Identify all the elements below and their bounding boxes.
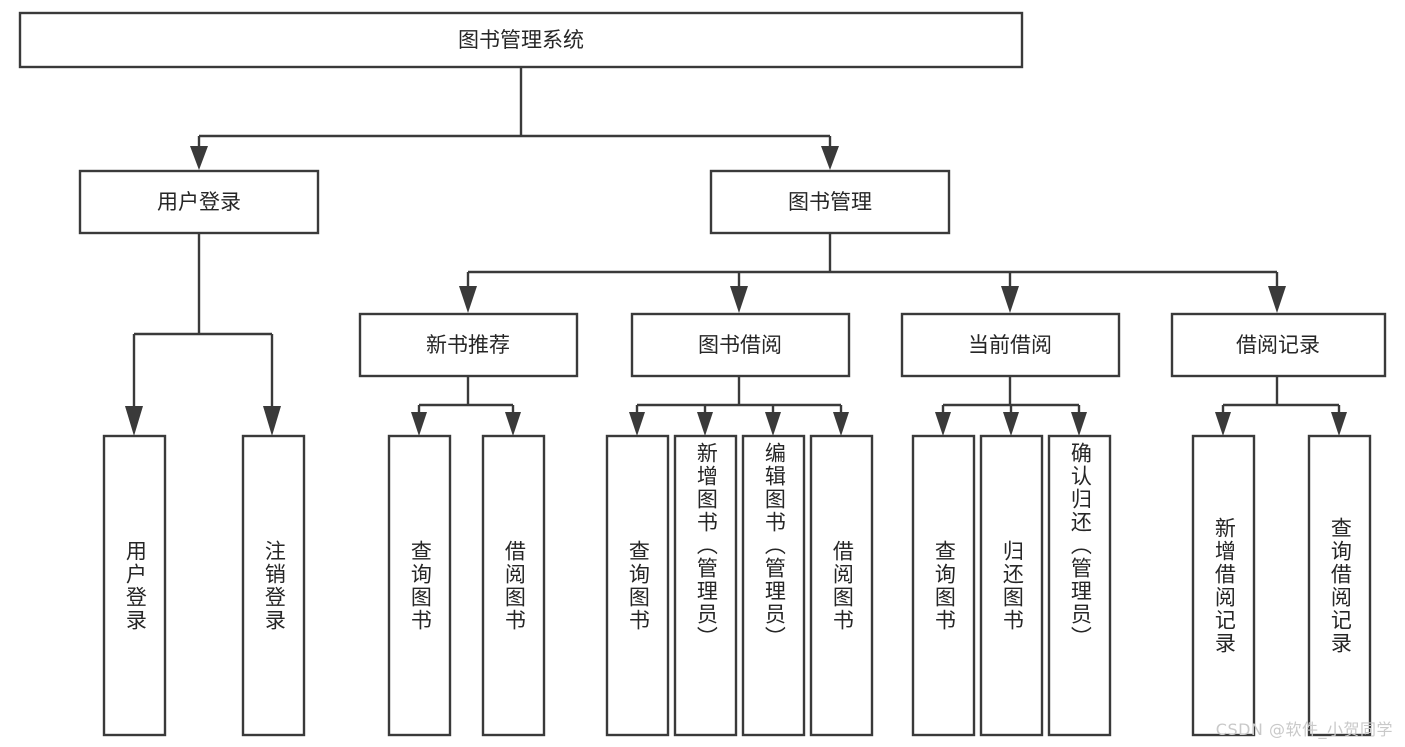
arrow-currentborrow-leaf-3-icon xyxy=(1071,412,1087,436)
node-leaf-confirm-return-box[interactable] xyxy=(1047,434,1112,737)
arrow-bookborrow-leaf-1-icon xyxy=(629,412,645,436)
node-root-box[interactable] xyxy=(18,11,1024,69)
node-leaf-query-record-label: 查询借阅记录 xyxy=(1328,516,1353,655)
node-leaf-return-book-label: 归还图书 xyxy=(1000,539,1025,632)
arrow-bookborrow-leaf-3-icon xyxy=(765,412,781,436)
arrow-bm-to-borrow-record-icon xyxy=(1268,286,1286,313)
node-new-book-recommend-box[interactable] xyxy=(358,312,579,378)
node-leaf-edit-book-label-wrap: 编辑图书（管理员） xyxy=(743,436,804,735)
node-root-label: 图书管理系统 xyxy=(458,28,584,52)
node-leaf-edit-book-box[interactable] xyxy=(741,434,806,737)
arrow-borrowrecord-leaf-1-icon xyxy=(1215,412,1231,436)
arrow-bookborrow-leaf-2-icon xyxy=(697,412,713,436)
node-leaf-query-book-3-label-wrap: 查询图书 xyxy=(913,436,974,735)
node-leaf-query-book-1-label-wrap: 查询图书 xyxy=(389,436,450,735)
arrow-newbook-leaf-1-icon xyxy=(411,412,427,436)
arrow-root-to-user-login-icon xyxy=(190,146,208,170)
node-book-manage-box[interactable] xyxy=(709,169,951,235)
node-current-borrow-box[interactable] xyxy=(900,312,1121,378)
node-leaf-query-book-2-box[interactable] xyxy=(605,434,670,737)
node-current-borrow[interactable]: 当前借阅 xyxy=(900,312,1121,378)
node-leaf-return-book[interactable]: 归还图书 xyxy=(979,434,1044,737)
node-leaf-confirm-return-label-wrap: 确认归还（管理员） xyxy=(1049,436,1110,735)
node-leaf-borrow-book-1-label-wrap: 借阅图书 xyxy=(483,436,544,735)
csdn-watermark: CSDN @软件_小贺同学 xyxy=(1215,720,1393,739)
node-leaf-edit-book-label: 编辑图书（管理员） xyxy=(762,442,787,649)
node-leaf-add-record-label-wrap: 新增借阅记录 xyxy=(1193,436,1254,735)
node-new-book-recommend-label: 新书推荐 xyxy=(426,333,510,357)
node-leaf-borrow-book-1[interactable]: 借阅图书 xyxy=(481,434,546,737)
node-user-login[interactable]: 用户登录 xyxy=(78,169,320,235)
node-leaf-query-book-3-label: 查询图书 xyxy=(932,539,957,632)
arrow-bm-to-new-book-icon xyxy=(459,286,477,313)
node-leaf-query-book-2-label: 查询图书 xyxy=(626,539,651,632)
node-book-borrow-box[interactable] xyxy=(630,312,851,378)
node-root[interactable]: 图书管理系统 xyxy=(18,11,1024,69)
node-user-login-box[interactable] xyxy=(78,169,320,235)
node-leaf-add-book[interactable]: 新增图书（管理员） xyxy=(673,434,738,737)
node-leaf-return-book-box[interactable] xyxy=(979,434,1044,737)
node-current-borrow-label: 当前借阅 xyxy=(968,333,1052,357)
node-leaf-user-login-box[interactable] xyxy=(102,434,167,737)
arrow-root-to-book-manage-icon xyxy=(821,146,839,170)
node-borrow-record-box[interactable] xyxy=(1170,312,1387,378)
node-leaf-add-book-box[interactable] xyxy=(673,434,738,737)
arrow-borrowrecord-leaf-2-icon xyxy=(1331,412,1347,436)
node-leaf-borrow-book-2-label-wrap: 借阅图书 xyxy=(811,436,872,735)
node-leaf-add-book-label-wrap: 新增图书（管理员） xyxy=(675,436,736,735)
arrow-currentborrow-leaf-1-icon xyxy=(935,412,951,436)
node-book-borrow[interactable]: 图书借阅 xyxy=(630,312,851,378)
arrow-bookborrow-leaf-4-icon xyxy=(833,412,849,436)
arrow-currentborrow-leaf-2-icon xyxy=(1003,412,1019,436)
node-leaf-add-record[interactable]: 新增借阅记录 xyxy=(1191,434,1256,737)
node-leaf-edit-book[interactable]: 编辑图书（管理员） xyxy=(741,434,806,737)
node-leaf-borrow-book-1-label: 借阅图书 xyxy=(502,539,527,632)
node-leaf-add-record-box[interactable] xyxy=(1191,434,1256,737)
node-leaf-logout-login-label: 注销登录 xyxy=(262,539,287,632)
node-leaf-logout-login-label-wrap: 注销登录 xyxy=(243,436,304,735)
node-leaf-user-login[interactable]: 用户登录 xyxy=(102,434,167,737)
node-leaf-user-login-label: 用户登录 xyxy=(123,539,148,632)
node-leaf-borrow-book-2-box[interactable] xyxy=(809,434,874,737)
node-leaf-add-record-label: 新增借阅记录 xyxy=(1212,516,1237,655)
node-leaf-borrow-book-1-box[interactable] xyxy=(481,434,546,737)
node-leaf-logout-login[interactable]: 注销登录 xyxy=(241,434,306,737)
node-leaf-query-book-3-box[interactable] xyxy=(911,434,976,737)
arrow-user-login-leaf-1-icon xyxy=(125,406,143,436)
node-book-borrow-label: 图书借阅 xyxy=(698,333,782,357)
node-book-manage[interactable]: 图书管理 xyxy=(709,169,951,235)
node-book-manage-label: 图书管理 xyxy=(788,190,872,214)
node-borrow-record[interactable]: 借阅记录 xyxy=(1170,312,1387,378)
node-leaf-query-book-1[interactable]: 查询图书 xyxy=(387,434,452,737)
node-leaf-query-record[interactable]: 查询借阅记录 xyxy=(1307,434,1372,737)
node-user-login-label: 用户登录 xyxy=(157,190,241,214)
node-borrow-record-label: 借阅记录 xyxy=(1236,333,1320,357)
node-new-book-recommend[interactable]: 新书推荐 xyxy=(358,312,579,378)
node-leaf-return-book-label-wrap: 归还图书 xyxy=(981,436,1042,735)
node-leaf-user-login-label-wrap: 用户登录 xyxy=(104,436,165,735)
node-leaf-borrow-book-2[interactable]: 借阅图书 xyxy=(809,434,874,737)
node-leaf-logout-login-box[interactable] xyxy=(241,434,306,737)
node-leaf-query-book-2[interactable]: 查询图书 xyxy=(605,434,670,737)
node-leaf-query-book-2-label-wrap: 查询图书 xyxy=(607,436,668,735)
arrow-bm-to-book-borrow-icon xyxy=(730,286,748,313)
node-leaf-query-record-box[interactable] xyxy=(1307,434,1372,737)
node-leaf-confirm-return[interactable]: 确认归还（管理员） xyxy=(1047,434,1112,737)
arrow-newbook-leaf-2-icon xyxy=(505,412,521,436)
node-leaf-borrow-book-2-label: 借阅图书 xyxy=(830,539,855,632)
arrow-bm-to-current-borrow-icon xyxy=(1001,286,1019,313)
connector-layer xyxy=(125,67,1347,436)
node-leaf-add-book-label: 新增图书（管理员） xyxy=(694,442,719,649)
node-leaf-query-book-3[interactable]: 查询图书 xyxy=(911,434,976,737)
node-leaf-query-book-1-box[interactable] xyxy=(387,434,452,737)
arrow-user-login-leaf-2-icon xyxy=(263,406,281,436)
node-leaf-query-record-label-wrap: 查询借阅记录 xyxy=(1309,436,1370,735)
node-leaf-confirm-return-label: 确认归还（管理员） xyxy=(1068,442,1093,649)
node-leaf-query-book-1-label: 查询图书 xyxy=(408,539,433,632)
